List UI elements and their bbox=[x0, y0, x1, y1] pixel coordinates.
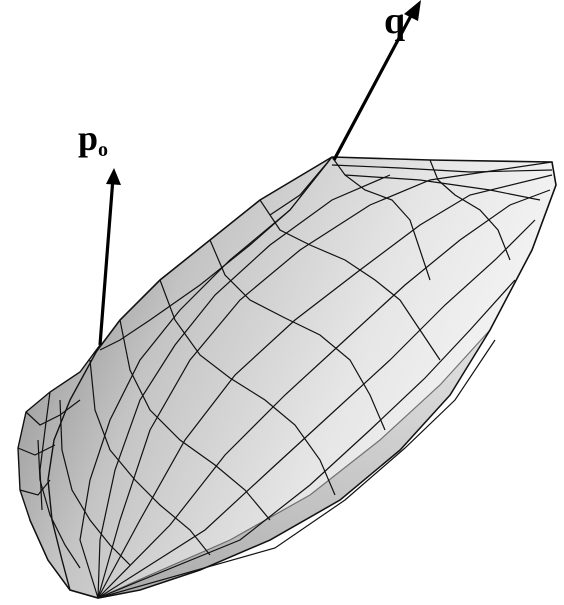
vector-p-label: po bbox=[78, 120, 108, 160]
vector-p-main: p bbox=[78, 118, 99, 158]
vector-q-label: q bbox=[384, 0, 406, 42]
mesh-wireframe bbox=[17, 156, 553, 599]
vector-p-arrow bbox=[98, 168, 121, 346]
mesh-body bbox=[27, 156, 557, 599]
vector-p-subscript: o bbox=[98, 139, 109, 161]
mesh-belly bbox=[97, 329, 491, 599]
vector-q-arrow bbox=[332, 0, 421, 161]
mesh-lump bbox=[17, 344, 101, 591]
